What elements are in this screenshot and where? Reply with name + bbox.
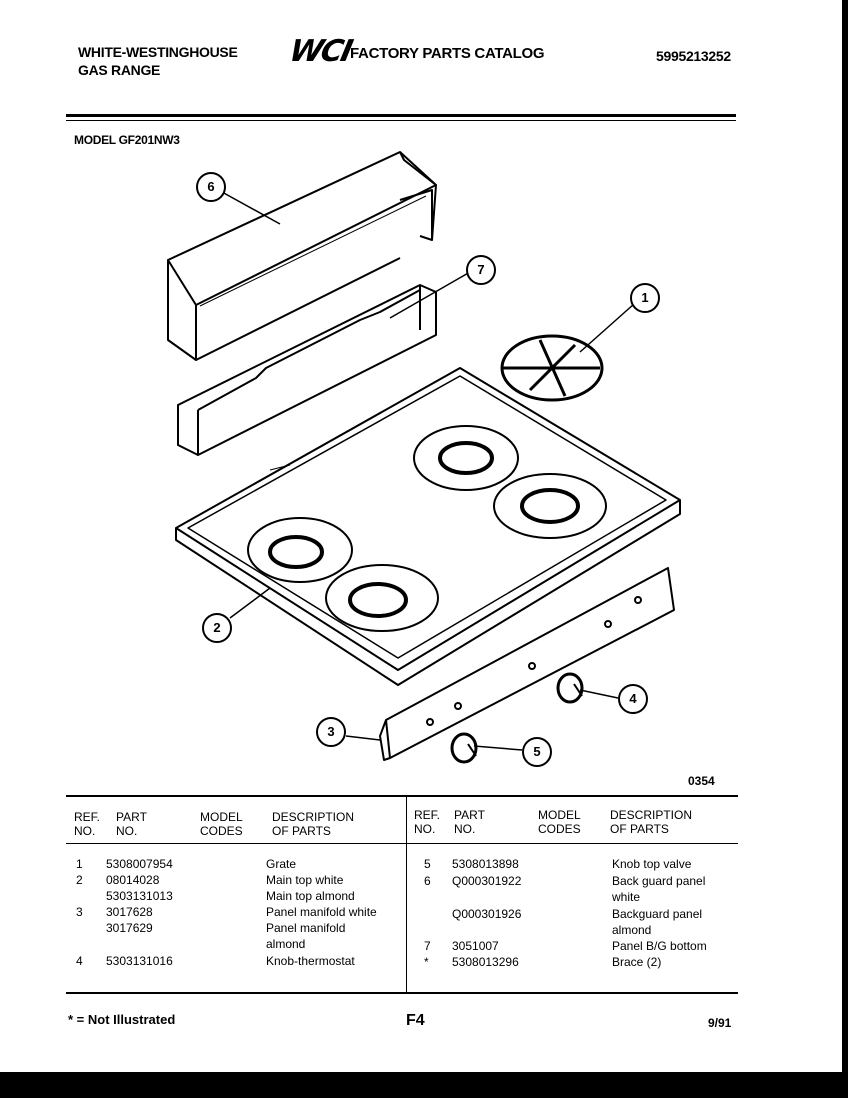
table-row-desc: Backguard panel xyxy=(612,907,703,921)
table-row-desc: Grate xyxy=(266,857,297,871)
table-row-desc: almond xyxy=(612,923,652,937)
table-row-part: 3017629 xyxy=(106,921,153,935)
table-row-desc: white xyxy=(612,890,641,904)
table-row-part: 5308013898 xyxy=(452,857,519,871)
table-row-part: Q000301922 xyxy=(452,874,522,888)
table-row-ref: 6 xyxy=(424,874,431,888)
table-bottom-rule xyxy=(66,992,738,994)
table-row-part: 5308007954 xyxy=(106,857,173,871)
table-row-ref: 4 xyxy=(76,954,83,968)
panel-bg-bottom xyxy=(177,284,437,456)
table-row-desc: Brace (2) xyxy=(612,955,662,969)
table-top-rule xyxy=(66,795,738,797)
table-row-desc: Panel B/G bottom xyxy=(612,939,707,953)
revision-date: 9/91 xyxy=(708,1016,732,1030)
callout-3: 3 xyxy=(316,717,346,747)
brand-line-2: GAS RANGE xyxy=(78,62,161,78)
brand-line-1: WHITE-WESTINGHOUSE xyxy=(78,44,238,60)
header-rule-thick xyxy=(66,114,736,117)
table-row-ref: * xyxy=(424,955,429,969)
table-row-part: 5303131016 xyxy=(106,954,173,968)
footnote-not-illustrated: * = Not Illustrated xyxy=(68,1012,176,1027)
table-divider xyxy=(406,797,407,993)
callout-7: 7 xyxy=(466,255,496,285)
table-row-ref: 3 xyxy=(76,905,83,919)
scan-border-bottom xyxy=(0,1072,848,1098)
callout-6: 6 xyxy=(196,172,226,202)
catalog-number: 5995213252 xyxy=(656,48,731,64)
table-row-part: 08014028 xyxy=(106,873,160,887)
figure-code: 0354 xyxy=(688,774,715,788)
callout-2: 2 xyxy=(202,613,232,643)
model-label: MODEL GF201NW3 xyxy=(74,133,180,147)
table-row-desc: Panel manifold xyxy=(266,921,346,935)
table-row-desc: Main top white xyxy=(266,873,344,887)
header-rule-thin xyxy=(66,120,736,121)
wci-logo: WCI xyxy=(286,34,355,69)
catalog-title: FACTORY PARTS CATALOG xyxy=(350,45,545,62)
table-row-ref: 7 xyxy=(424,939,431,953)
table-row-part: 3017628 xyxy=(106,905,153,919)
header-ref: REF.NO. xyxy=(74,810,101,838)
table-row-desc: Knob-thermostat xyxy=(266,954,355,968)
table-row-part: 5308013296 xyxy=(452,955,519,969)
table-row-ref: 5 xyxy=(424,857,431,871)
callout-leaders xyxy=(221,191,635,751)
knob-thermostat xyxy=(556,672,584,704)
panel-manifold xyxy=(379,567,675,761)
page-number: F4 xyxy=(406,1012,425,1029)
table-header-rule xyxy=(66,843,738,844)
table-row-desc: Panel manifold white xyxy=(266,905,377,919)
table-row-part: Q000301926 xyxy=(452,907,522,921)
callout-1: 1 xyxy=(630,283,660,313)
main-top xyxy=(175,367,681,686)
table-row-desc: almond xyxy=(266,937,306,951)
header-ref-right: REF.NO. xyxy=(414,808,441,836)
callout-5: 5 xyxy=(522,737,552,767)
table-row-part: 3051007 xyxy=(452,939,499,953)
callout-4: 4 xyxy=(618,684,648,714)
table-row-ref: 2 xyxy=(76,873,83,887)
grate xyxy=(500,334,604,402)
table-row-ref: 1 xyxy=(76,857,83,871)
table-row-part: 5303131013 xyxy=(106,889,173,903)
back-guard-panel xyxy=(167,151,437,361)
table-row-desc: Knob top valve xyxy=(612,857,692,871)
exploded-parts-diagram xyxy=(167,151,681,764)
knob-top-valve xyxy=(450,732,478,764)
scan-border-right xyxy=(842,0,848,1098)
table-row-desc: Main top almond xyxy=(266,889,355,903)
table-row-desc: Back guard panel xyxy=(612,874,706,888)
